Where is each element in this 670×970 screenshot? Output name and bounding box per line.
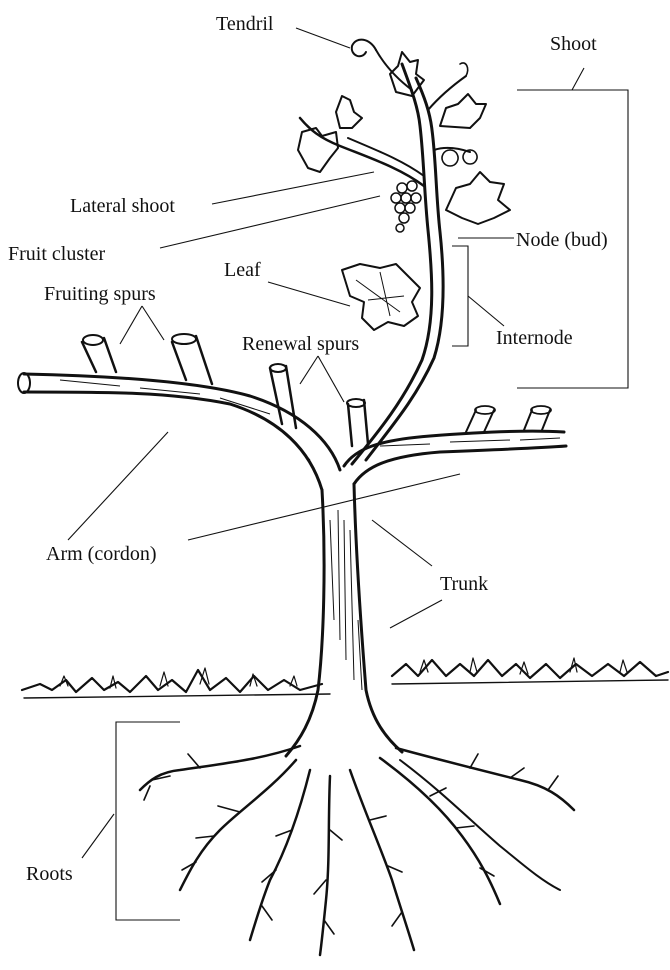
trunk-leader-lower	[390, 600, 442, 628]
label-internode: Internode	[496, 327, 573, 349]
ground-grass	[22, 658, 668, 698]
trunk	[286, 484, 402, 756]
label-shoot: Shoot	[550, 33, 597, 55]
roots-bracket	[116, 722, 180, 920]
leaf-leader	[268, 282, 350, 306]
renewal-spur-leader-1	[300, 356, 318, 384]
label-leaf: Leaf	[224, 259, 261, 281]
fruit-cluster	[391, 181, 421, 232]
internode-leader	[468, 296, 504, 326]
label-fruit-cluster: Fruit cluster	[8, 243, 106, 265]
leaves	[298, 52, 510, 330]
fruiting-spur-leader-2	[142, 306, 164, 340]
shoot-leader	[572, 68, 584, 90]
label-lateral-shoot: Lateral shoot	[70, 195, 175, 217]
label-trunk: Trunk	[440, 573, 488, 595]
internode-bracket	[452, 246, 468, 346]
roots-leader	[82, 814, 114, 858]
right-arm-spurs	[466, 406, 551, 432]
label-renewal-spurs: Renewal spurs	[242, 333, 359, 355]
fruit-cluster-leader	[160, 196, 380, 248]
label-arm: Arm (cordon)	[46, 543, 157, 565]
lateral-shoot-leader	[212, 172, 374, 204]
tendril-leader	[296, 28, 350, 48]
leader-lines	[68, 28, 628, 920]
trunk-leader-upper	[372, 520, 432, 566]
label-fruiting-spurs: Fruiting spurs	[44, 283, 156, 305]
label-roots: Roots	[26, 863, 73, 885]
arm-leader-left	[68, 432, 168, 540]
label-node: Node (bud)	[516, 229, 608, 251]
roots	[140, 746, 574, 955]
renewal-spur-leader-2	[318, 356, 344, 402]
fruiting-spur-leader-1	[120, 306, 142, 344]
label-tendril: Tendril	[216, 13, 274, 35]
